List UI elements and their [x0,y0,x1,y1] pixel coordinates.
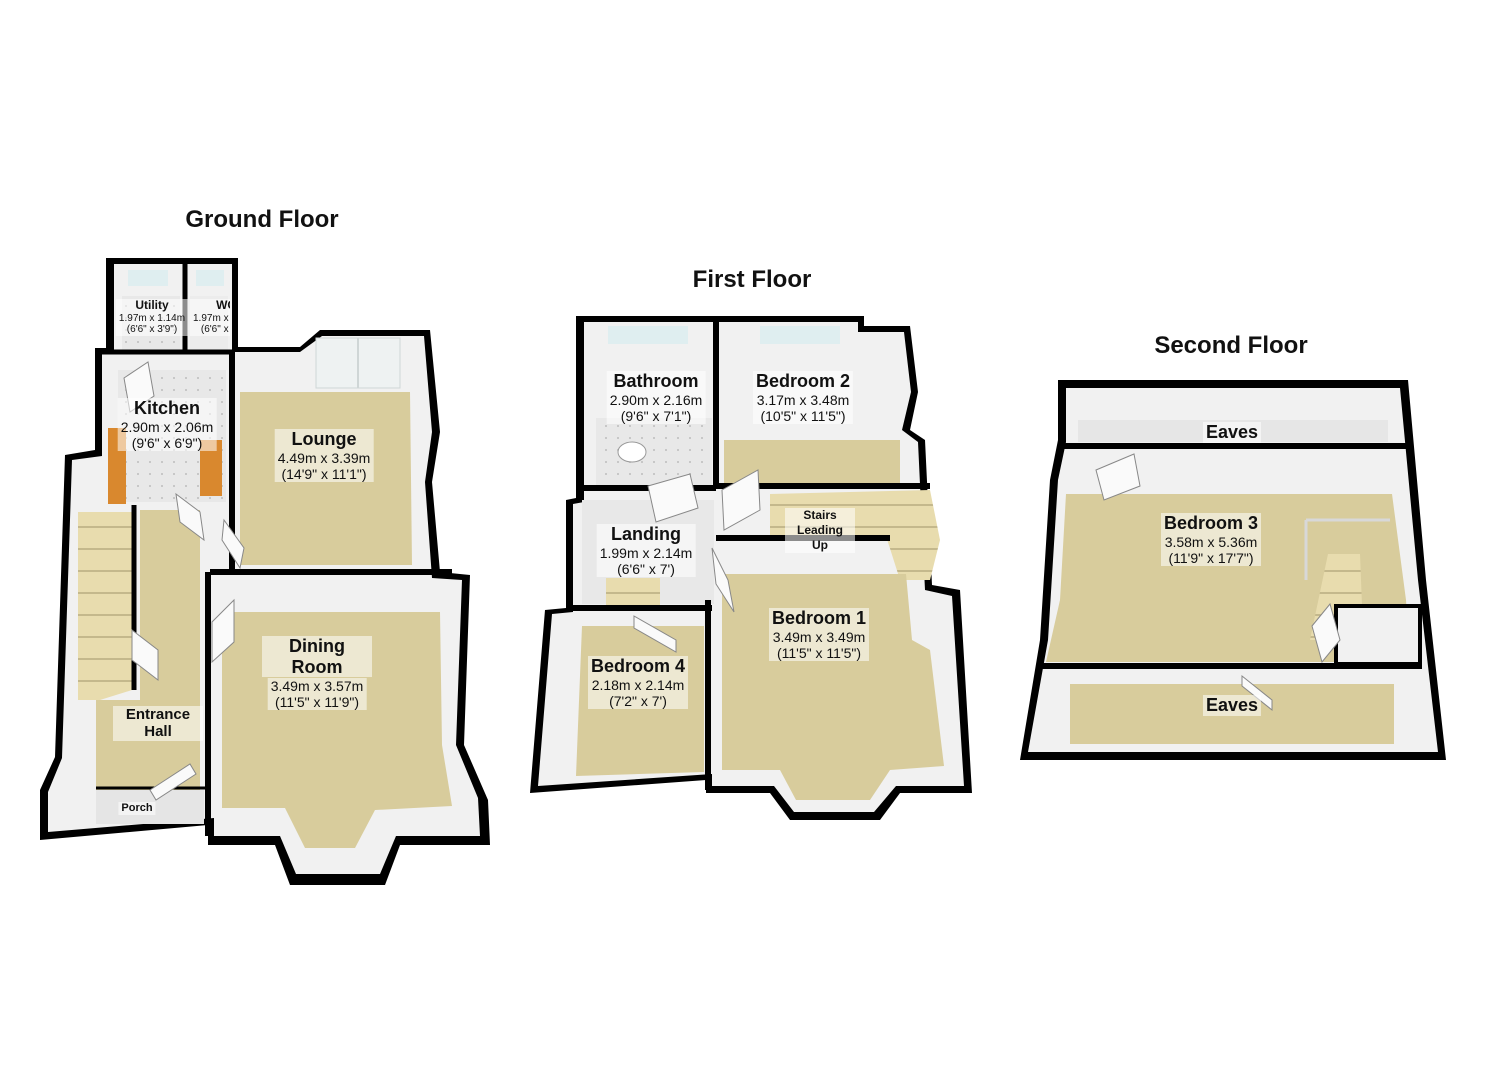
landing-stairs [606,578,660,608]
stair-door [131,628,159,682]
bedroom-3-door [1095,453,1141,501]
entrance-hall-label: Entrance Hall [113,706,203,742]
bathroom-name: Bathroom [613,371,699,391]
kitchen-units-right [200,440,222,496]
bedroom-2-name: Bedroom 2 [755,371,851,391]
bedroom-3-metric: 3.58m x 5.36m [1164,533,1258,550]
kitchen-label: Kitchen 2.90m x 2.06m (9'6" x 6'9") [117,398,217,453]
landing-metric: 1.99m x 2.14m [599,544,693,561]
dining-room-imperial: (11'5" x 11'9") [274,694,360,711]
lounge-metric: 4.49m x 3.39m [277,449,371,466]
dining-room-label: Dining Room [262,636,372,678]
bedroom-3-name: Bedroom 3 [1163,513,1259,533]
dining-room-dims: 3.49m x 3.57m (11'5" x 11'9") [267,678,367,712]
bedroom-4-metric: 2.18m x 2.14m [591,676,685,693]
bedroom-4-label: Bedroom 4 2.18m x 2.14m (7'2" x 7') [587,656,689,711]
bathroom-metric: 2.90m x 2.16m [609,391,703,408]
bedroom-1-door [711,547,735,613]
cupboard-door [1311,602,1341,664]
dining-door [211,598,235,664]
landing-label: Landing 1.99m x 2.14m (6'6" x 7') [596,524,696,579]
bathroom-label: Bathroom 2.90m x 2.16m (9'6" x 7'1") [606,371,706,426]
eaves-bottom-name: Eaves [1205,695,1259,715]
utility-label: Utility 1.97m x 1.14m (6'6" x 3'9") [115,298,189,338]
bedroom-1-metric: 3.49m x 3.49m [772,628,866,645]
bathroom-floor [596,418,712,486]
bedroom-2-imperial: (10'5" x 11'5") [760,407,846,424]
ground-floor-staircase [78,512,132,700]
second-floor-title: Second Floor [1154,332,1308,359]
eaves-bottom-label: Eaves [1202,695,1262,716]
landing-imperial: (6'6" x 7') [617,560,675,577]
porch-label: Porch [118,798,156,816]
porch-name: Porch [121,802,153,814]
second-floor-plan [1020,380,1446,760]
porch-door [149,763,197,801]
wc-metric: 1.97m x 0.81m [193,312,230,324]
first-floor-title: First Floor [692,266,812,293]
bedroom-2-door [721,469,761,531]
wc-label: WC 1.97m x 0.81m (6'6" x 2'8") [190,299,230,338]
stairs-leading-up-label: Stairs Leading Up [785,508,855,554]
bedroom-1-imperial: (11'5" x 11'5") [776,644,862,661]
landing-name: Landing [610,524,681,544]
hall-door [175,492,205,542]
bathroom-door [647,473,699,523]
bedroom-1-label: Bedroom 1 3.49m x 3.49m (11'5" x 11'5") [768,608,870,663]
entrance-hall-name: Entrance Hall [125,706,191,741]
bedroom-2-metric: 3.17m x 3.48m [756,391,850,408]
eaves-top-name: Eaves [1205,422,1259,442]
lounge-door [221,518,245,570]
bedroom-1-name: Bedroom 1 [771,608,867,628]
wc-name: WC [216,299,230,312]
ground-floor-title: Ground Floor [185,206,339,233]
bedroom-4-name: Bedroom 4 [590,656,686,676]
lounge-imperial: (14'9" x 11'1") [281,465,367,482]
eaves-top-label: Eaves [1202,422,1262,443]
lounge-label: Lounge 4.49m x 3.39m (14'9" x 11'1") [274,429,374,484]
kitchen-name: Kitchen [133,398,201,418]
utility-metric: 1.97m x 1.14m [118,312,186,324]
dining-room-name: Dining Room [289,636,345,677]
utility-name: Utility [135,298,169,312]
kitchen-imperial: (9'6" x 6'9") [131,434,203,451]
bathroom-imperial: (9'6" x 7'1") [620,407,692,424]
eaves-door [1241,674,1273,712]
bedroom-4-door [633,615,677,653]
wc-imperial: (6'6" x 2'8") [200,324,230,336]
kitchen-metric: 2.90m x 2.06m [120,418,214,435]
utility-imperial: (6'6" x 3'9") [126,324,178,336]
bedroom-2-label: Bedroom 2 3.17m x 3.48m (10'5" x 11'5") [752,371,854,426]
stairs-leading-up-name: Stairs Leading Up [796,508,843,552]
ground-floor-plan [40,258,490,885]
bedroom-3-label: Bedroom 3 3.58m x 5.36m (11'9" x 17'7") [1160,513,1262,568]
lounge-name: Lounge [291,429,357,449]
bedroom-4-imperial: (7'2" x 7') [609,692,667,709]
toilet-icon [617,441,647,463]
bedroom-3-imperial: (11'9" x 17'7") [1168,549,1254,566]
dining-room-metric: 3.49m x 3.57m [270,678,364,694]
